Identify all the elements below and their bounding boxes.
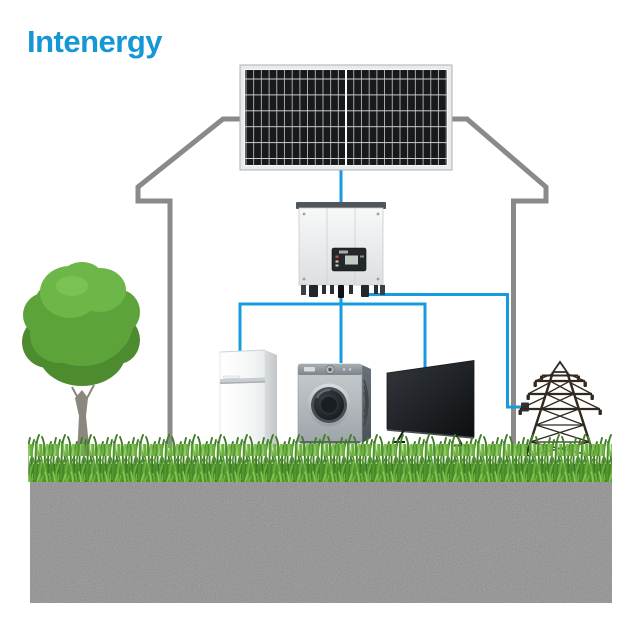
panel-half-left [245, 70, 345, 165]
brand-logo: Intenergy [27, 24, 163, 59]
inverter-lcd [345, 255, 358, 265]
inverter-body [298, 207, 384, 286]
tower-insulators [518, 375, 602, 415]
washing-machine [297, 363, 371, 444]
solar-panel [239, 64, 453, 171]
grass [28, 434, 612, 482]
tree [22, 262, 140, 456]
ground [30, 481, 612, 603]
washer-control-panel [298, 364, 362, 375]
washer-door [307, 383, 351, 427]
inverter-display [331, 247, 367, 272]
panel-half-right [347, 70, 447, 165]
house-outline [135, 116, 549, 448]
inverter-connectors [301, 285, 385, 298]
house-roof-right [446, 116, 549, 448]
inverter [296, 202, 386, 298]
cable-bus-fridge-tv [238, 302, 427, 370]
tree-canopy [22, 262, 140, 386]
fridge-handle [222, 375, 241, 379]
television [386, 360, 475, 447]
refrigerator [219, 349, 277, 451]
house-roof-left [135, 116, 246, 448]
inverter-cap [296, 202, 386, 209]
